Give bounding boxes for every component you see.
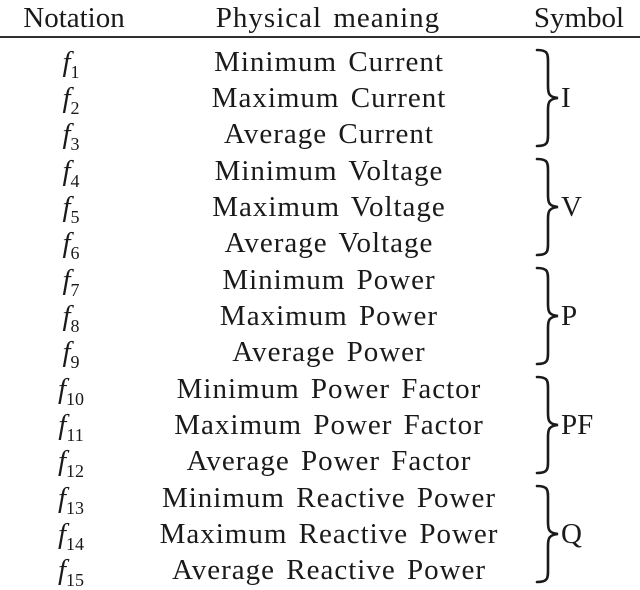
header-symbol: Symbol (533, 2, 625, 34)
header-rule (0, 36, 640, 38)
notation-subscript: 12 (66, 461, 85, 482)
notation-cell: f9 (0, 336, 142, 373)
notation-subscript: 5 (70, 206, 80, 227)
notation-letter: f (57, 372, 67, 405)
meaning-cell: Maximum Power (219, 300, 439, 333)
meaning-cell: Minimum Power Factor (176, 372, 482, 405)
notation-letter: f (62, 227, 71, 260)
notation-letter: f (62, 154, 71, 187)
notation-cell: f1 (0, 45, 142, 82)
table-row: f2 Maximum Current (0, 80, 640, 118)
notation-subscript: 2 (70, 97, 80, 118)
table-row: f15 Average Reactive Power (0, 553, 640, 589)
notation-cell: f14 (0, 518, 142, 554)
table-body: f1 Minimum Current f2 Maximum Current f3… (0, 44, 640, 590)
notation-letter: f (62, 336, 71, 369)
table-row: f13 Minimum Reactive Power (0, 480, 640, 518)
notation-letter: f (58, 409, 67, 442)
header-notation: Notation (23, 2, 125, 34)
table-row: f12 Average Power Factor (0, 444, 640, 480)
meaning-cell: Minimum Voltage (214, 154, 444, 187)
notation-cell: f10 (0, 372, 142, 409)
notation-letter: f (57, 481, 67, 514)
notation-letter: f (57, 518, 67, 551)
meaning-cell: Maximum Power Factor (174, 409, 484, 442)
notation-letter: f (62, 191, 71, 224)
notation-cell: f6 (0, 227, 142, 264)
table-row: f3 Average Current (0, 117, 640, 153)
notation-letter: f (62, 300, 71, 333)
meaning-cell: Average Power (232, 336, 426, 369)
table-row: f6 Average Voltage (0, 226, 640, 262)
notation-cell: f11 (0, 409, 142, 445)
notation-subscript: 15 (66, 570, 85, 590)
notation-cell: f8 (0, 300, 142, 336)
notation-cell: f4 (0, 154, 142, 191)
notation-letter: f (62, 45, 71, 78)
meaning-cell: Average Current (224, 118, 434, 151)
header-physical-meaning: Physical meaning (215, 2, 441, 34)
notation-letter: f (62, 118, 71, 151)
meaning-cell: Minimum Power (222, 263, 436, 296)
table-row: f4 Minimum Voltage (0, 153, 640, 191)
notation-subscript: 9 (70, 352, 80, 373)
notation-subscript: 11 (66, 424, 84, 445)
notation-letter: f (57, 554, 67, 587)
notation-letter: f (62, 82, 71, 115)
notation-subscript: 14 (66, 533, 85, 554)
table-row: f5 Maximum Voltage (0, 189, 640, 227)
notation-subscript: 13 (66, 497, 85, 518)
notation-subscript: 3 (70, 134, 80, 155)
notation-letter: f (62, 263, 71, 296)
notation-subscript: 6 (70, 243, 80, 264)
notation-subscript: 4 (70, 170, 80, 191)
table-row: f10 Minimum Power Factor (0, 371, 640, 409)
meaning-cell: Average Power Factor (186, 445, 472, 478)
meaning-cell: Minimum Reactive Power (161, 481, 497, 514)
table-row: f14 Maximum Reactive Power (0, 516, 640, 554)
table-row: f11 Maximum Power Factor (0, 407, 640, 445)
notation-cell: f15 (0, 554, 142, 590)
table-row: f8 Maximum Power (0, 298, 640, 336)
notation-cell: f5 (0, 191, 142, 227)
meaning-cell: Maximum Voltage (212, 191, 446, 224)
notation-cell: f3 (0, 118, 142, 155)
notation-cell: f7 (0, 263, 142, 300)
notation-cell: f2 (0, 82, 142, 118)
notation-subscript: 10 (66, 388, 85, 409)
meaning-cell: Maximum Reactive Power (159, 518, 499, 551)
meaning-cell: Average Reactive Power (171, 554, 487, 587)
table-row: f9 Average Power (0, 335, 640, 371)
notation-subscript: 8 (70, 315, 80, 336)
notation-subscript: 1 (70, 61, 80, 82)
notation-cell: f13 (0, 481, 142, 518)
meaning-cell: Minimum Current (214, 45, 444, 78)
meaning-cell: Maximum Current (211, 82, 447, 115)
table-row: f1 Minimum Current (0, 44, 640, 82)
notation-subscript: 7 (70, 279, 80, 300)
notation-letter: f (57, 445, 67, 478)
table-row: f7 Minimum Power (0, 262, 640, 300)
notation-cell: f12 (0, 445, 142, 482)
meaning-cell: Average Voltage (224, 227, 434, 260)
